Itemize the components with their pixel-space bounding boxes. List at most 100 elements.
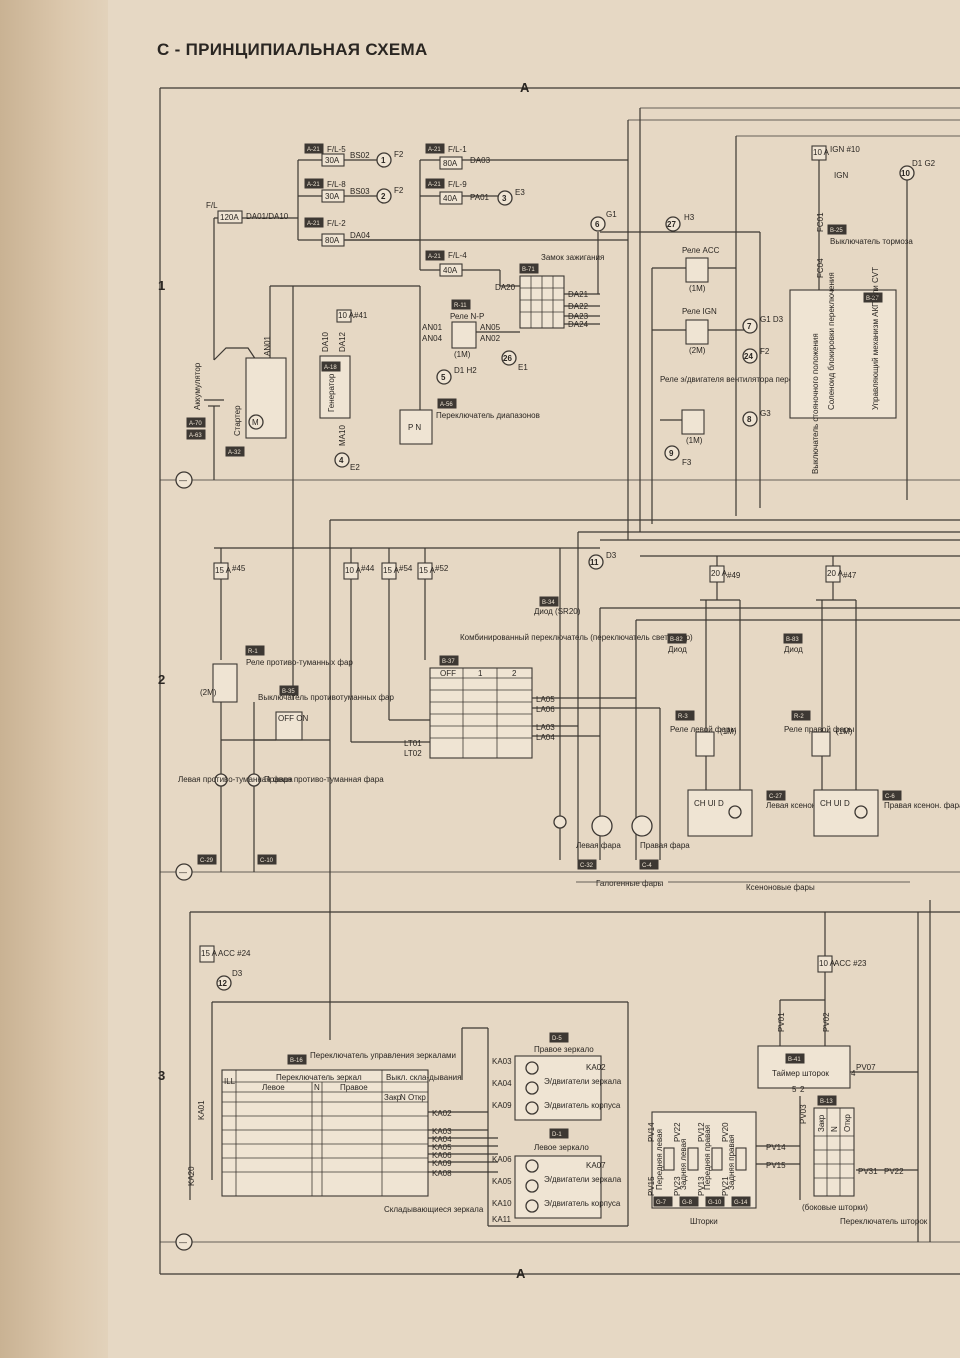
mirror-switch-tag-text: B-16 [290, 1058, 303, 1064]
shift-lock-park-label: Выключатель стояночного положения [811, 333, 820, 474]
starter-wire: AN01 [263, 335, 272, 356]
relay-np-wire-4: AN02 [480, 334, 501, 343]
fuse-41-name: #41 [354, 311, 368, 320]
fuse-acc23-rating: 10 A [819, 959, 836, 968]
tag-a21-fl2 [304, 217, 324, 228]
right-head-label: Правая фара [640, 841, 690, 850]
fuse-54-name: #54 [399, 564, 413, 573]
relay-fan-size: (1M) [686, 436, 703, 445]
shift-lock-solenoid-label: Соленоид блокировки переключения [827, 272, 836, 410]
connector-9-num: 9 [669, 449, 674, 458]
fuse-fl5-name: F/L-5 [327, 145, 346, 154]
connector-26 [501, 350, 517, 366]
starter-tag-text: A-32 [228, 450, 241, 456]
curtain-motors [663, 1145, 800, 1171]
tag-a21-fl8 [304, 178, 324, 189]
connector-11-ref: D3 [606, 551, 617, 560]
curtain-timer-tag-text: B-41 [788, 1057, 801, 1063]
mirror-switch-label: Переключатель управления зеркалами [310, 1051, 456, 1060]
relay-ign-label: Реле IGN [682, 307, 717, 316]
mirror-wire-ka20: KA20 [187, 1166, 196, 1186]
diode-sr20-tag-text: B-34 [542, 600, 555, 606]
connector-4-num: 4 [339, 456, 344, 465]
fuse-fl4 [439, 263, 463, 277]
tag-a21-fl9 [425, 178, 445, 189]
ignition-switch [519, 232, 600, 329]
curtain-timer-label: Таймер шторок [772, 1069, 829, 1078]
generator-wire-3: MA10 [338, 425, 347, 446]
left-mirror-tag [549, 1128, 569, 1139]
connector-24-num: 24 [744, 352, 753, 361]
curtain-timer-body [757, 1045, 851, 1089]
range-switch-pos: P N [408, 423, 421, 432]
relay-bus-wires [600, 108, 761, 540]
range-switch-tag-text: A-56 [440, 402, 453, 408]
fog-switch-tag [279, 685, 299, 696]
tag-a21-fl8-text: A-21 [307, 182, 320, 188]
fog-relay-tag-text: R-1 [248, 649, 258, 655]
row2-bus-wires [214, 286, 960, 1040]
combo-col-1: 1 [478, 669, 483, 678]
fuse-acc24-rating: 15 A [201, 949, 218, 958]
curtain-tag-2 [679, 1196, 699, 1207]
fuse-f/l-main-name: F/L [206, 201, 218, 210]
curtain-timer-wire-pv07: PV07 [856, 1063, 876, 1072]
left-mirror-fold-motor-icon [525, 1199, 539, 1213]
curtain-fr-label: Передняя правая [703, 1125, 712, 1190]
combo-wire-4: LA04 [536, 733, 555, 742]
ground-symbol-2 [175, 863, 193, 881]
mirror-wire-ka08: KA08 [432, 1169, 452, 1178]
curtain-rr-label: Задняя правая [727, 1135, 736, 1190]
fuse-45-name: #45 [232, 564, 246, 573]
mirror-head-switch: Переключатель зеркал [276, 1073, 362, 1082]
ground-symbol-1 [175, 471, 193, 489]
curtain-timer-wires [779, 912, 918, 1171]
connector-6-ref: G1 [606, 210, 617, 219]
connector-12-ref: D3 [232, 969, 243, 978]
curtain-tag-3-text: G-10 [708, 1200, 722, 1206]
connector-27 [665, 216, 681, 232]
starter-motor-icon [248, 414, 264, 430]
right-mirror-motor-label: Э/двигатели зеркала [544, 1077, 622, 1086]
fuse-fl8 [321, 189, 345, 203]
fog-switch-offon: OFF ON [278, 714, 308, 723]
left-mirror-wire-4: KA10 [492, 1199, 512, 1208]
combo-switch-tag [439, 655, 459, 666]
right-mirror-tag-text: D-5 [552, 1036, 562, 1042]
curtain-tag-1-text: G-7 [656, 1200, 667, 1206]
connector-27-num: 27 [667, 220, 676, 229]
connector-2-ref: F2 [394, 186, 404, 195]
folding-label: Складывающиеся зеркала [384, 1205, 484, 1214]
curtain-switch-label: Переключатель шторок [840, 1217, 928, 1226]
mirror-sub-close: Закр [384, 1093, 402, 1102]
fuse-fl4-wire: DA20 [495, 283, 516, 292]
diode-r-tag [783, 633, 803, 644]
connector-12-num: 12 [218, 979, 227, 988]
curtain-wire-pv20: PV20 [721, 1122, 730, 1142]
range-switch-label: Переключатель диапазонов [436, 411, 540, 420]
relay-np-size: (1M) [454, 350, 471, 359]
xenon-label: Ксеноновые фары [746, 883, 815, 892]
right-mirror-motor-1-icon [525, 1061, 539, 1075]
curtain-timer-wire-pv14: PV14 [766, 1143, 786, 1152]
relay-right-lamp-size: (1M) [836, 727, 853, 736]
right-mirror-fold-motor-icon [525, 1101, 539, 1115]
connector-27-ref: H3 [684, 213, 695, 222]
tag-a21-fl4 [425, 250, 445, 261]
fuse-fl5-rating: 30A [325, 156, 340, 165]
connector-6 [590, 216, 606, 232]
curtain-timer-pin-4: 4 [851, 1069, 856, 1078]
relay-acc-body [685, 257, 709, 283]
right-mirror-motor-2-icon [525, 1081, 539, 1095]
curtain-wire-pv14: PV14 [647, 1122, 656, 1142]
halogen-label: Галогенные фары [596, 879, 663, 888]
mirror-wire-ka01: KA01 [197, 1100, 206, 1120]
fuse-acc24-name: ACC #24 [218, 949, 251, 958]
curtain-switch-wire-pv03: PV03 [799, 1104, 808, 1124]
connector-5-ref: D1 H2 [454, 366, 477, 375]
curtain-timer-wire-pv15: PV15 [766, 1161, 786, 1170]
mirror-wire-ka09: KA09 [432, 1159, 452, 1168]
curtains-label: Шторки [690, 1217, 718, 1226]
mirror-sub-open: Откр [408, 1093, 426, 1102]
right-xenon-lamp-icon [854, 805, 868, 819]
